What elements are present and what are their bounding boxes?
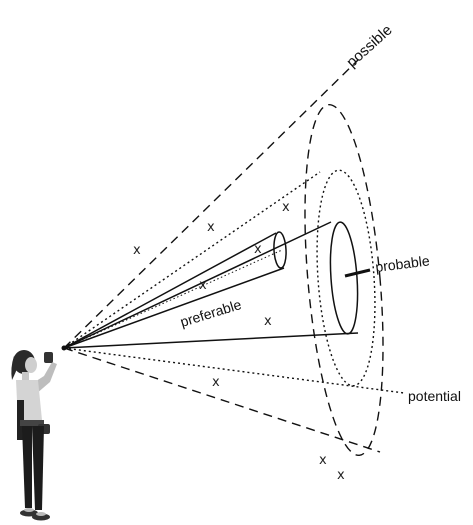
person-photographing-icon <box>11 350 57 521</box>
x-mark: x <box>199 278 207 293</box>
potential-lower-edge <box>63 347 405 394</box>
label-potential: potential <box>408 388 461 404</box>
x-mark: x <box>212 375 220 390</box>
probable-upper-edge <box>63 221 332 349</box>
preferable-lower-edge <box>63 267 285 349</box>
potential-upper-edge <box>63 171 321 349</box>
x-mark: x <box>264 314 272 329</box>
x-mark: x <box>133 243 141 258</box>
x-mark: x <box>254 242 262 257</box>
potential-cone <box>63 169 405 394</box>
probable-end-ellipse <box>329 221 359 335</box>
origin-point <box>61 345 67 351</box>
preferable-upper-edge <box>63 232 277 349</box>
scatter-marks: x x x x x x x x x x <box>133 200 345 483</box>
label-possible: possible <box>343 22 395 71</box>
possible-cone <box>63 59 384 457</box>
label-preferable: preferable <box>178 296 243 330</box>
x-mark: x <box>282 200 290 215</box>
preferable-cone <box>63 231 287 349</box>
x-mark: x <box>337 468 345 483</box>
possible-lower-edge <box>63 347 381 453</box>
probable-lower-edge <box>63 332 359 349</box>
label-probable: probable <box>374 252 430 275</box>
probable-cone <box>63 221 371 349</box>
preferable-end-ellipse <box>273 231 287 269</box>
x-mark: x <box>319 453 327 468</box>
possible-end-ellipse <box>304 103 384 457</box>
x-mark: x <box>207 220 215 235</box>
potential-end-ellipse <box>316 169 376 387</box>
possible-upper-edge <box>63 59 359 349</box>
probable-pointer-tick <box>344 268 371 278</box>
